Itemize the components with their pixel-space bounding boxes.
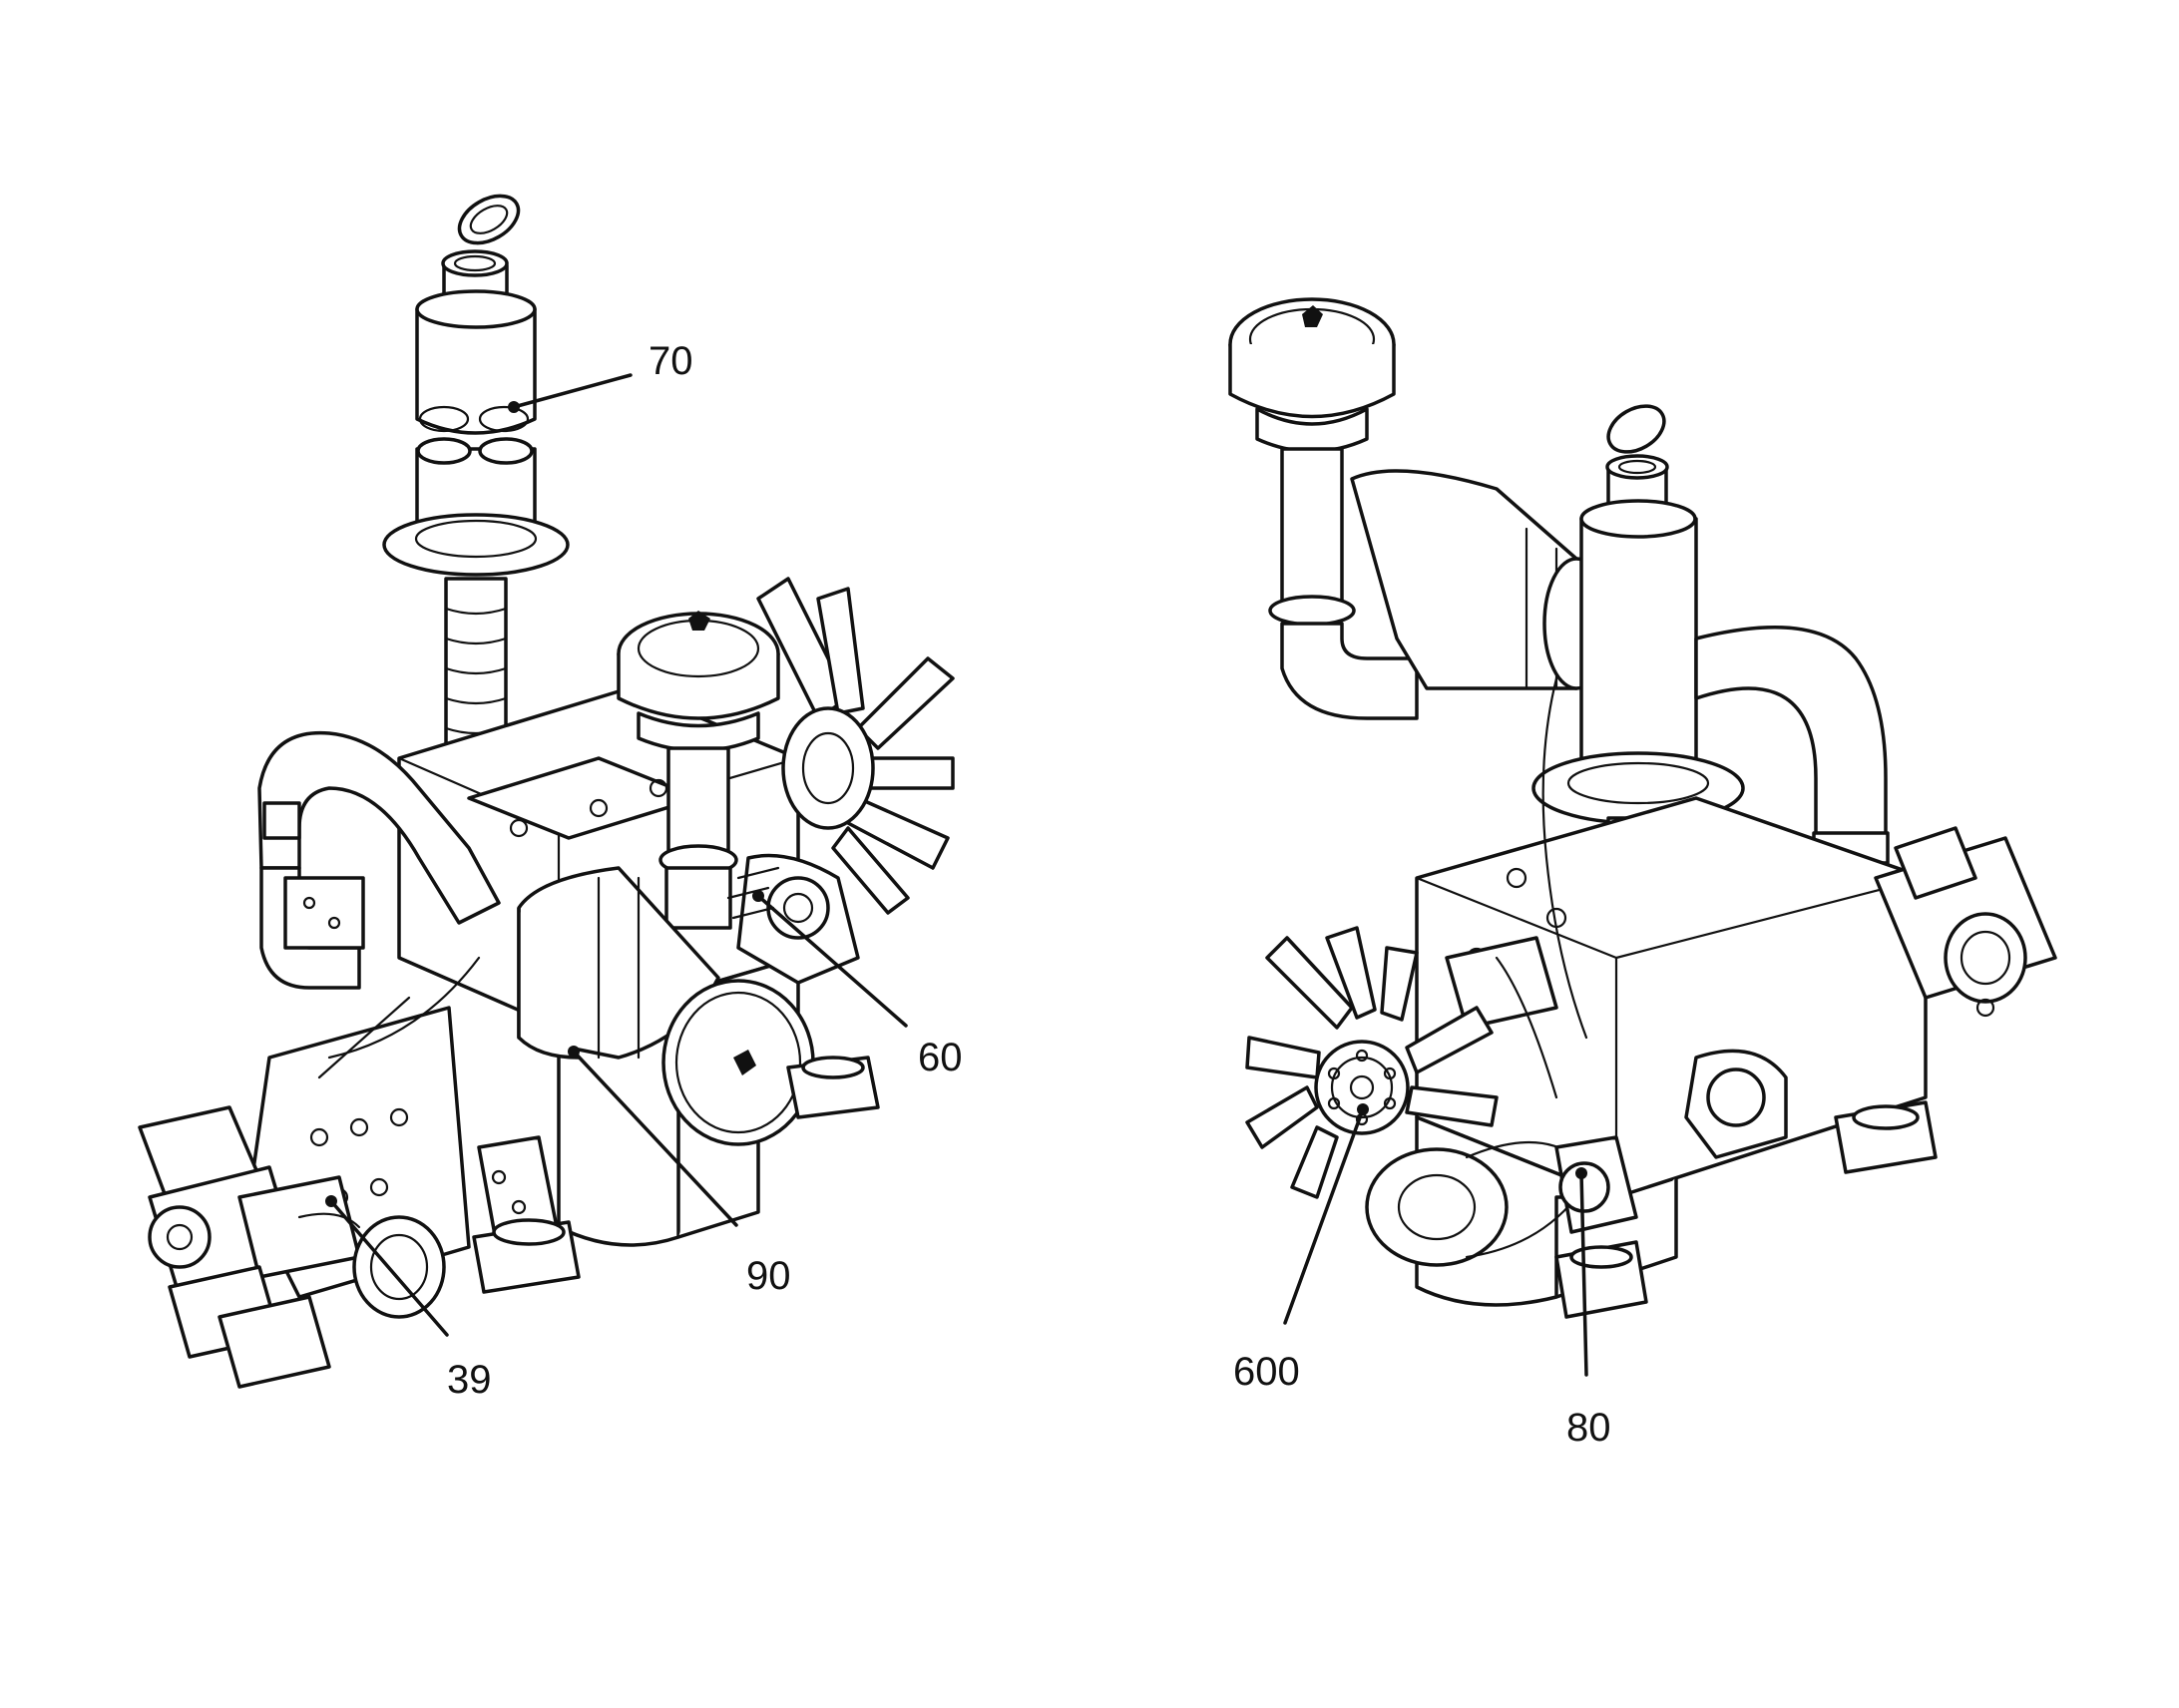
left-engine-view <box>138 194 955 1389</box>
leader-dot-600 <box>1357 1103 1369 1115</box>
intake-tube <box>257 730 501 990</box>
engine-block-right <box>1415 796 1928 1307</box>
callout-60: 60 <box>918 1036 963 1079</box>
leader-70 <box>512 373 633 409</box>
hoses-right <box>1495 676 1588 1099</box>
leader-80 <box>1579 1171 1588 1377</box>
right-engine-view <box>1228 297 2057 1319</box>
leader-dot-90 <box>568 1046 580 1058</box>
hydraulic-pump-right <box>1874 826 2057 1018</box>
cooling-fan-right <box>1245 926 1499 1199</box>
engine-mounts-left <box>472 1056 880 1294</box>
injection-pump-area <box>726 853 860 985</box>
callout-70: 70 <box>649 339 693 383</box>
callout-80: 80 <box>1566 1406 1611 1450</box>
leader-dot-60 <box>752 890 764 902</box>
leader-60 <box>756 894 908 1028</box>
leader-dot-70 <box>508 401 520 413</box>
leader-600 <box>1283 1107 1365 1325</box>
leader-90 <box>572 1050 738 1227</box>
air-cleaner-right <box>1228 297 1610 720</box>
leader-39 <box>329 1199 449 1337</box>
callout-39: 39 <box>447 1358 492 1402</box>
air-cleaner-horizontal <box>517 866 815 1146</box>
callout-90: 90 <box>746 1254 791 1298</box>
exhaust-muffler <box>382 194 570 750</box>
callout-600: 600 <box>1233 1350 1300 1394</box>
engine-mounts-right <box>1554 1100 1938 1319</box>
leader-dot-39 <box>325 1195 337 1207</box>
leader-dot-80 <box>1575 1167 1587 1179</box>
air-cleaner-upright <box>617 611 780 930</box>
cooling-fan-left <box>756 577 955 915</box>
callouts: 70 60 90 39 600 80 <box>325 339 1611 1450</box>
hoses-left <box>317 956 481 1079</box>
alternator-belts <box>1365 1135 1638 1267</box>
